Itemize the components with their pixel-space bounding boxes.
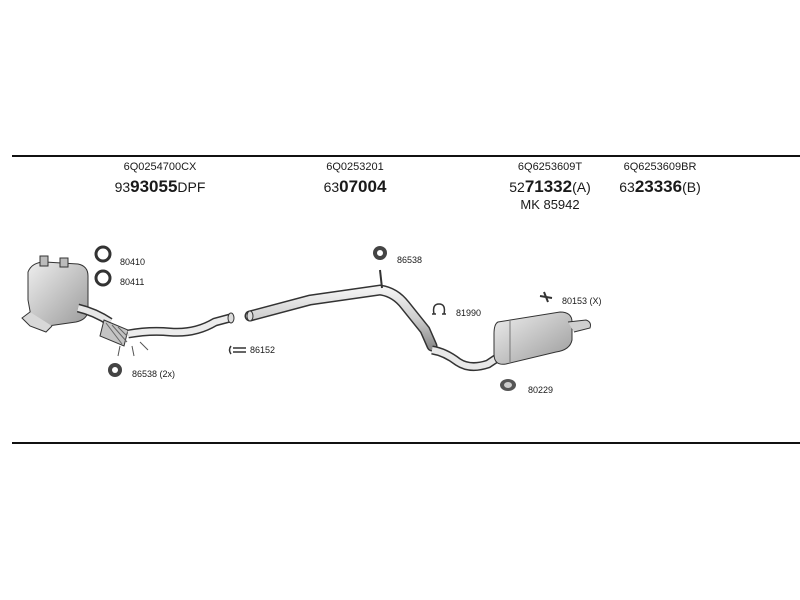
oe-number: 6Q0254700CX bbox=[123, 161, 197, 173]
mounting-kit-number: MK 85942 bbox=[520, 197, 580, 212]
part-number: 6323336(B) bbox=[619, 177, 701, 196]
header-rear-muffler-a: 6Q6253609T 5271332(A) MK 85942 bbox=[485, 161, 615, 212]
header-dpf: 6Q0254700CX 9393055DPF bbox=[95, 161, 225, 196]
callout-80153: 80153 (X) bbox=[562, 296, 602, 306]
bolt-80153-icon bbox=[539, 291, 553, 303]
oe-number: 6Q0253201 bbox=[326, 161, 384, 173]
clamp-80411-icon bbox=[94, 269, 112, 287]
part-number: 9393055DPF bbox=[114, 177, 206, 196]
callout-86152: 86152 bbox=[250, 345, 276, 355]
rear-muffler bbox=[431, 311, 591, 372]
hanger-81990-icon bbox=[432, 303, 446, 315]
nut-icon bbox=[108, 363, 122, 377]
callout-80410: 80410 bbox=[120, 257, 146, 267]
dpf-assembly bbox=[21, 255, 235, 357]
part-number: 6307004 bbox=[323, 177, 387, 196]
oe-number: 6Q6253609T bbox=[517, 161, 583, 173]
oe-number: 6Q6253609BR bbox=[623, 161, 697, 173]
clamp-80410-icon bbox=[94, 245, 112, 263]
header-middle-pipe: 6Q0253201 6307004 bbox=[295, 161, 415, 196]
part-number: 5271332(A) bbox=[509, 177, 591, 196]
clamp-86152-icon bbox=[228, 345, 246, 355]
middle-pipe bbox=[244, 269, 438, 352]
rubber-mount-80229-icon bbox=[500, 379, 516, 391]
bottom-divider bbox=[12, 442, 800, 444]
top-divider bbox=[12, 155, 800, 157]
callout-86538: 86538 bbox=[397, 255, 423, 265]
callout-80411: 80411 bbox=[120, 277, 145, 287]
callout-86538-2x: 86538 (2x) bbox=[132, 369, 176, 379]
nut-icon bbox=[373, 246, 387, 260]
callout-80229: 80229 bbox=[528, 385, 554, 395]
callout-81990: 81990 bbox=[456, 308, 482, 318]
header-rear-muffler-b: 6Q6253609BR 6323336(B) bbox=[595, 161, 725, 196]
